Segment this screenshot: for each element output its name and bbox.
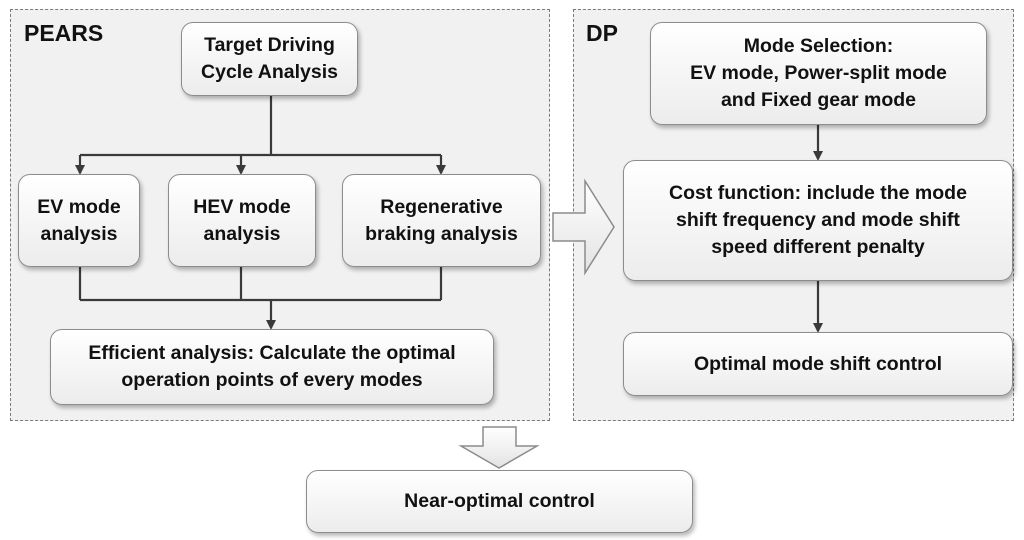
regenerative-braking-text: Regenerative braking analysis — [365, 195, 518, 245]
mode-selection-box: Mode Selection: EV mode, Power-split mod… — [650, 22, 987, 125]
ev-mode-analysis-text: EV mode analysis — [37, 195, 121, 245]
target-driving-cycle-text: Target Driving Cycle Analysis — [201, 34, 338, 83]
hev-mode-analysis-text: HEV mode analysis — [193, 195, 291, 245]
efficient-analysis-text: Efficient analysis: Calculate the optima… — [88, 342, 456, 391]
regenerative-braking-box: Regenerative braking analysis — [342, 174, 541, 267]
pears-title: PEARS — [24, 20, 104, 46]
hev-mode-analysis-box: HEV mode analysis — [168, 174, 316, 267]
cost-function-text: Cost function: include the mode shift fr… — [669, 182, 967, 258]
big-arrow-down — [458, 426, 540, 469]
optimal-mode-shift-text: Optimal mode shift control — [693, 352, 943, 375]
cost-function-box: Cost function: include the mode shift fr… — [623, 160, 1013, 281]
dp-title: DP — [586, 20, 618, 46]
big-arrow-right — [552, 178, 615, 276]
near-optimal-control-text: Near-optimal control — [404, 490, 595, 512]
ev-mode-analysis-box: EV mode analysis — [18, 174, 140, 267]
near-optimal-control-box: Near-optimal control — [306, 470, 693, 533]
efficient-analysis-box: Efficient analysis: Calculate the optima… — [50, 329, 494, 405]
mode-selection-text: Mode Selection: EV mode, Power-split mod… — [690, 35, 947, 111]
target-driving-cycle-box: Target Driving Cycle Analysis — [181, 22, 358, 96]
optimal-mode-shift-box: Optimal mode shift control — [623, 332, 1013, 396]
